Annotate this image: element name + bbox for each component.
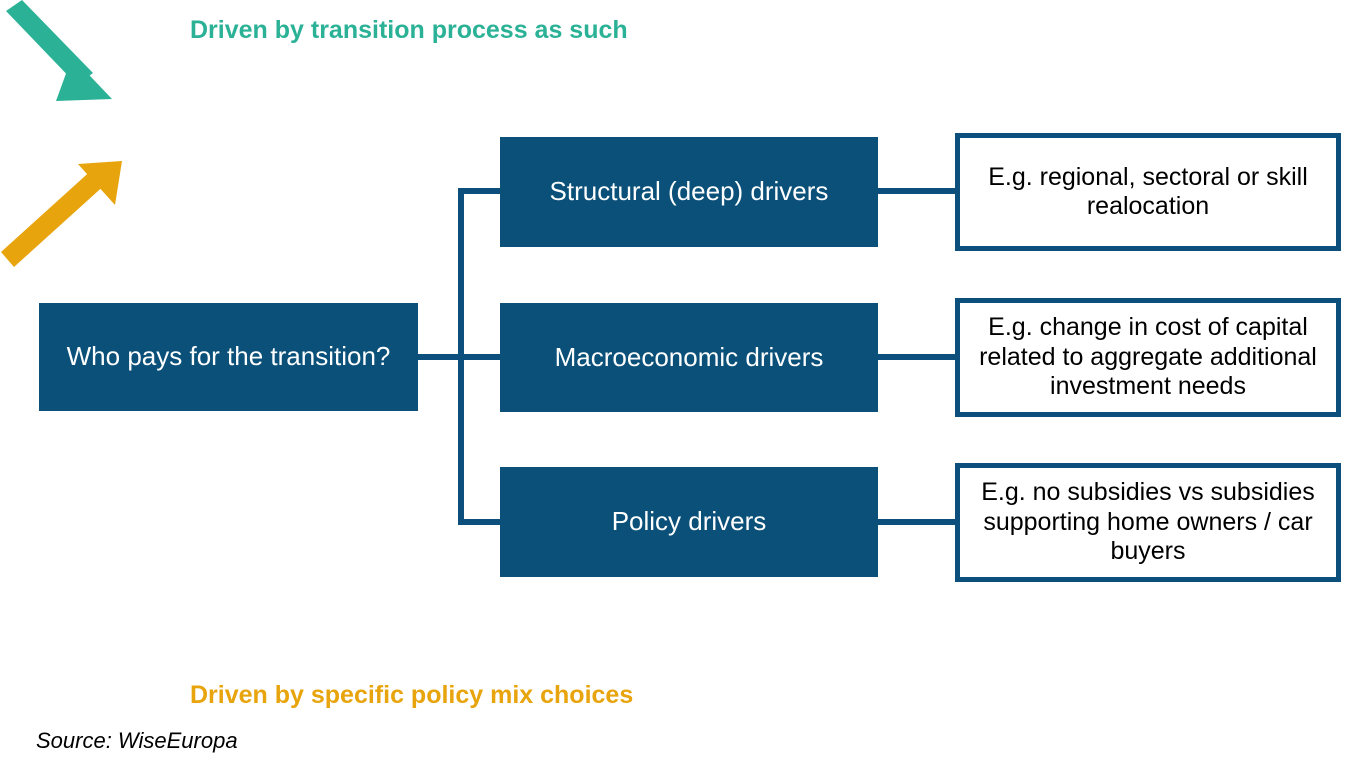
orange-arrow-container [0, 125, 140, 280]
connector-example-structural [878, 188, 957, 194]
connector-branch-structural [458, 188, 502, 194]
node-root-who-pays: Who pays for the transition? [39, 303, 418, 411]
up-right-arrow-icon [1, 161, 122, 267]
source-note: Source: WiseEuropa [36, 728, 238, 753]
node-policy-drivers: Policy drivers [500, 467, 878, 577]
connector-branch-macroeconomic [458, 354, 502, 360]
example-macroeconomic-drivers: E.g. change in cost of capital related t… [955, 298, 1341, 417]
connector-root-stub [418, 354, 464, 360]
example-policy-drivers: E.g. no subsidies vs subsidies supportin… [955, 463, 1341, 582]
example-structural-drivers: E.g. regional, sectoral or skill realoca… [955, 133, 1341, 251]
annotation-top-label: Driven by transition process as such [190, 16, 628, 44]
annotation-bottom-label: Driven by specific policy mix choices [190, 681, 634, 709]
green-arrow-container [0, 0, 130, 125]
connector-example-policy [878, 519, 957, 525]
node-macroeconomic-drivers: Macroeconomic drivers [500, 303, 878, 412]
node-structural-drivers: Structural (deep) drivers [500, 137, 878, 247]
connector-branch-policy [458, 519, 502, 525]
down-right-arrow-icon [6, 0, 112, 101]
connector-example-macroeconomic [878, 354, 957, 360]
